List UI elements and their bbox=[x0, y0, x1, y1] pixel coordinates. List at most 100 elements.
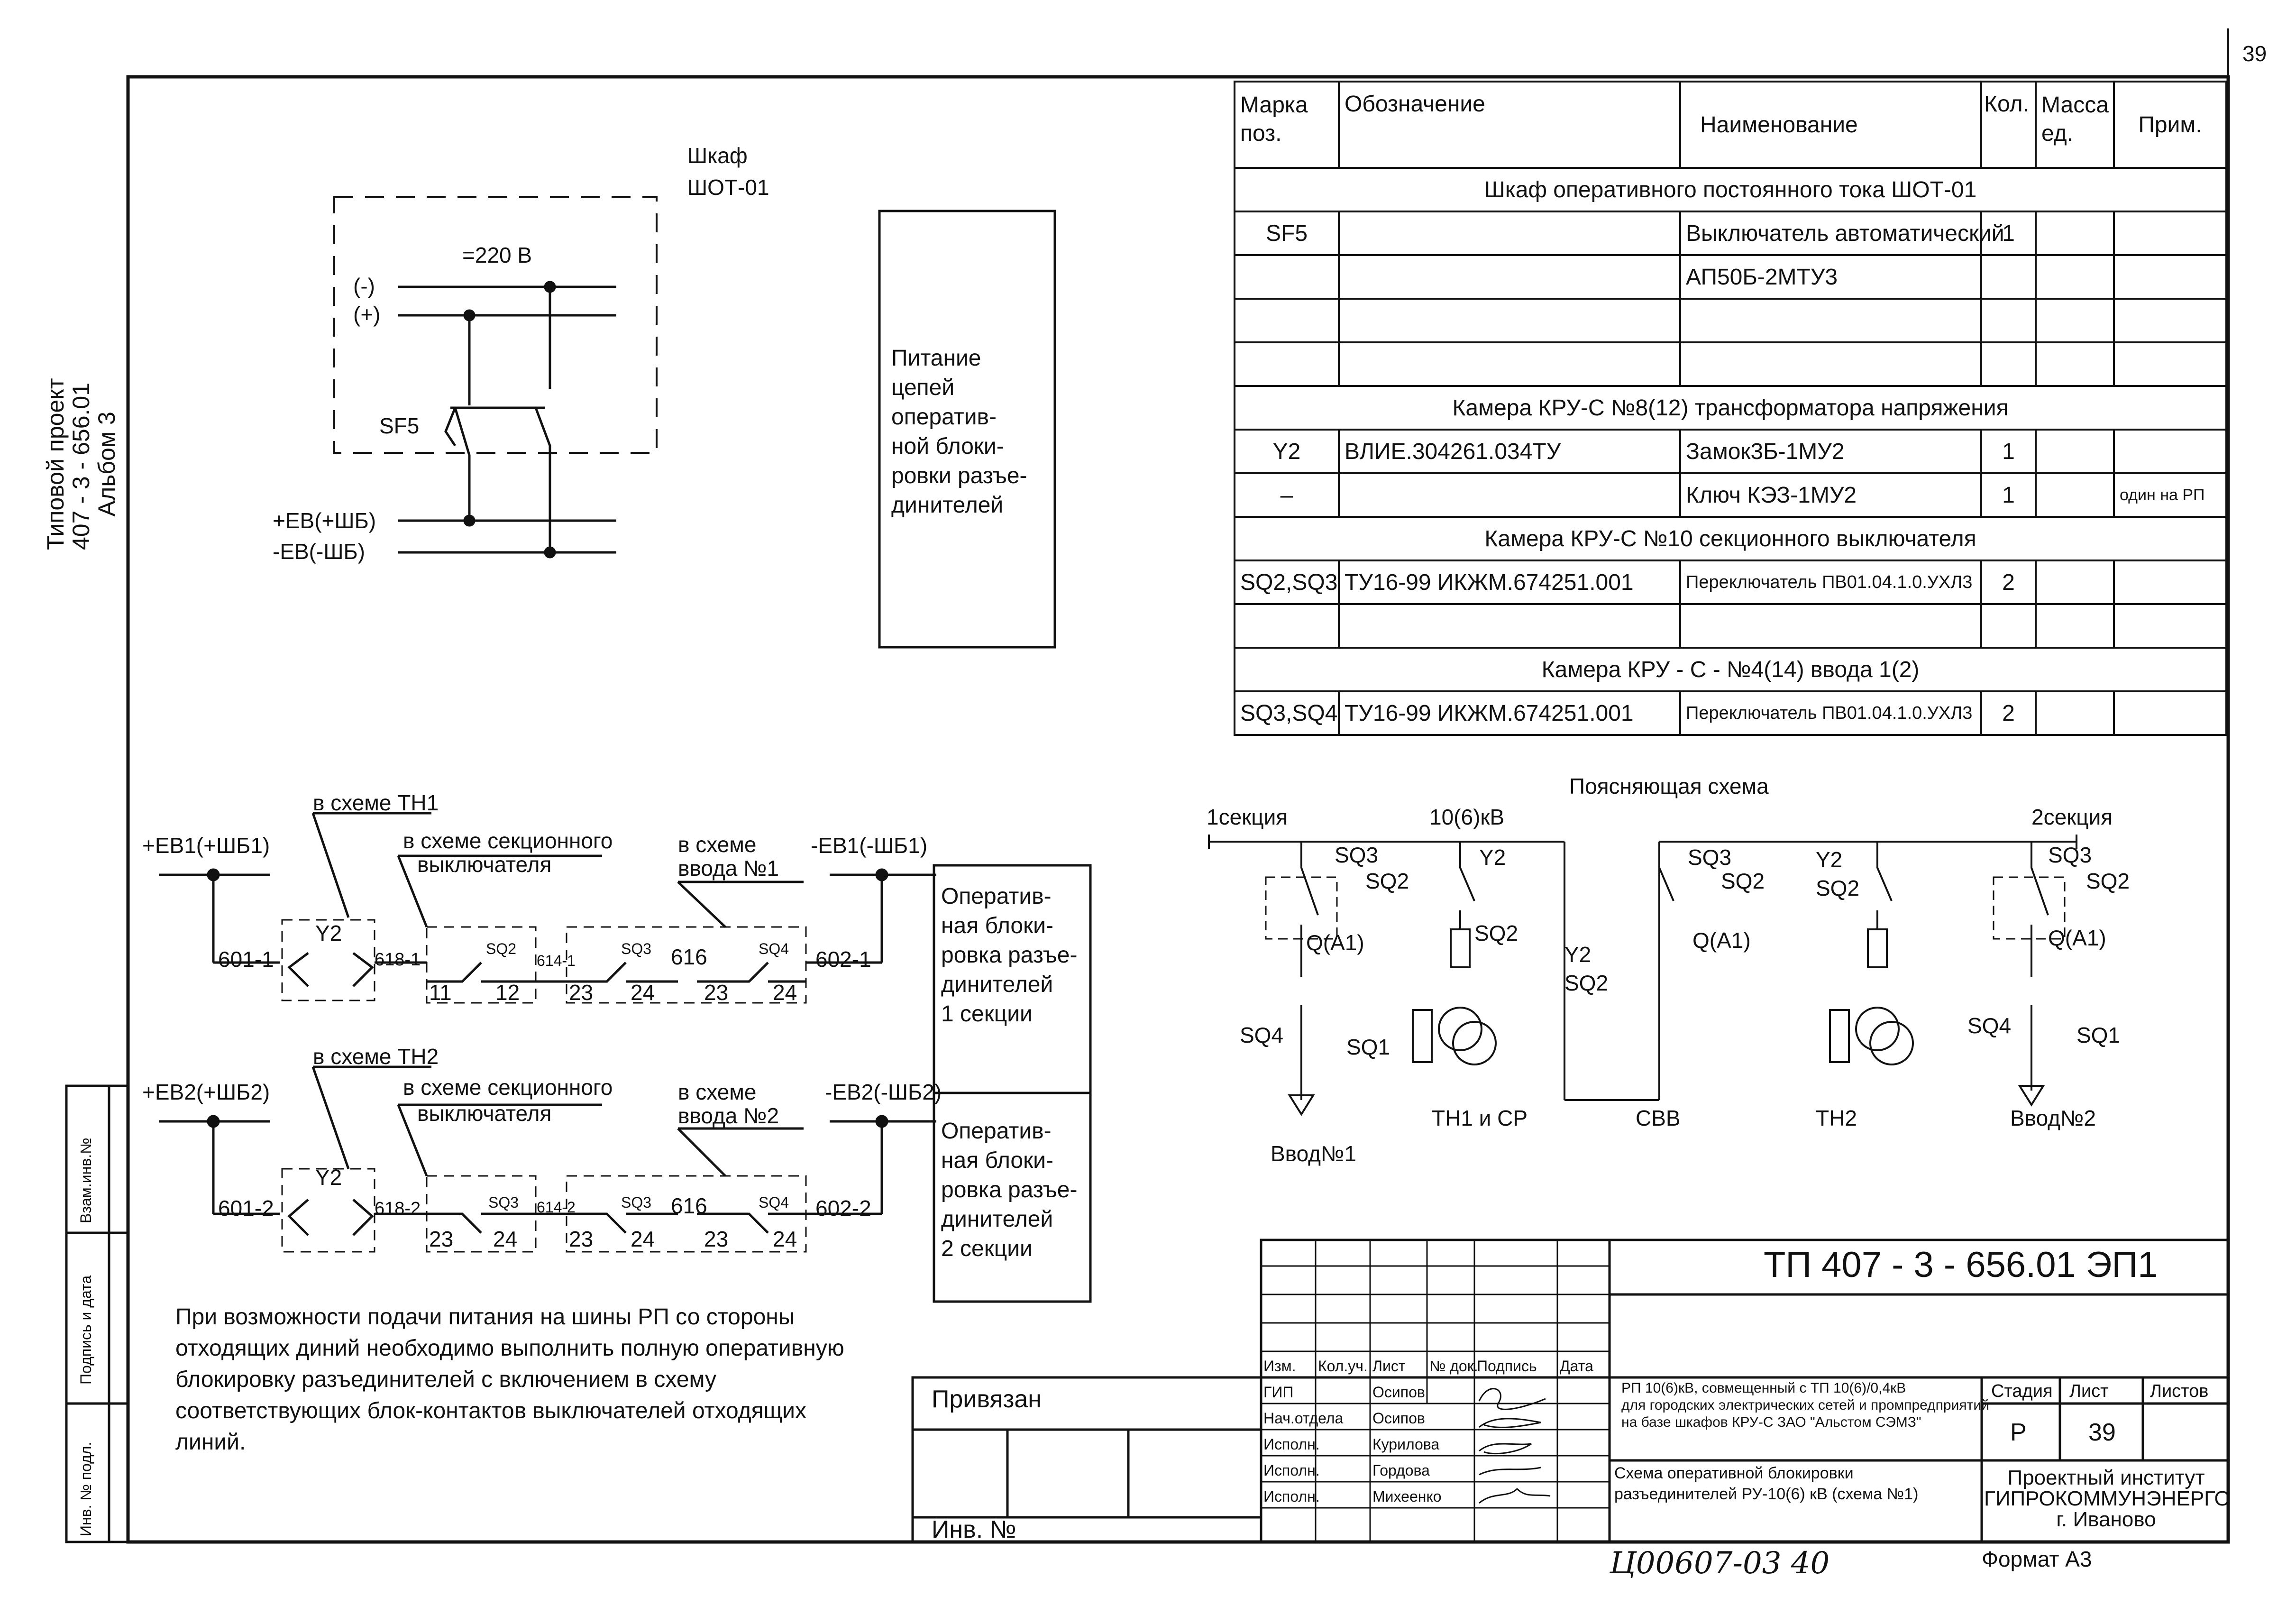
tb-desc1: РП 10(6)кВ, совмещенный с ТП 10(6)/0,4кВ… bbox=[1621, 1380, 1989, 1431]
tb-person: Гордова bbox=[1372, 1462, 1430, 1479]
power-line: динителей bbox=[891, 493, 1004, 518]
spec-cell bbox=[2113, 603, 2227, 649]
c1-sec: в схеме секционного bbox=[403, 828, 613, 853]
c2-sec: в схеме секционного bbox=[403, 1075, 613, 1100]
explain-label: SQ3 bbox=[2048, 843, 2092, 867]
explain-label: SQ2 bbox=[1816, 876, 1860, 900]
spec-cell bbox=[1338, 254, 1681, 300]
c2-n1: 23 bbox=[429, 1227, 454, 1251]
name-th2: ТН2 bbox=[1816, 1106, 1857, 1130]
hdr: Марка bbox=[1240, 92, 1308, 118]
c2-n4: 24 bbox=[631, 1227, 655, 1251]
explain-label: Q(A1) bbox=[1306, 930, 1364, 955]
cabinet-dashed bbox=[333, 196, 658, 454]
explain-kv: 10(6)кВ bbox=[1429, 805, 1505, 829]
spec-cell: Выключатель автоматический bbox=[1679, 211, 2004, 256]
c1-left: +ЕВ1(+ШБ1) bbox=[142, 833, 270, 858]
explain-sec2: 2секция bbox=[2031, 805, 2113, 829]
c1-w3: 614-1 bbox=[537, 952, 576, 969]
tb-col-header: Лист bbox=[1372, 1358, 1406, 1375]
tb-col-header: Кол.уч. bbox=[1318, 1358, 1368, 1375]
hdr-qty: Кол. bbox=[1980, 81, 2037, 169]
op-box-1-text: Оператив- ная блоки- ровка разъе- дините… bbox=[941, 882, 1077, 1029]
spec-cell: ТУ16-99 ИКЖМ.674251.001 bbox=[1338, 560, 1681, 605]
c2-n3: 23 bbox=[569, 1227, 594, 1251]
spec-cell: SQ2,SQ3 bbox=[1234, 560, 1340, 605]
spec-cell bbox=[2035, 429, 2115, 474]
power-line: оператив- bbox=[891, 404, 997, 430]
c2-w3: 614-2 bbox=[537, 1199, 576, 1216]
spec-cell: Переключатель ПВ01.04.1.0.УХЛ3 bbox=[1679, 560, 1982, 605]
explain-label: SQ2 bbox=[1721, 869, 1765, 893]
tb-col-header: Подпись bbox=[1477, 1358, 1537, 1375]
spec-section-row: Камера КРУ-С №10 секционного выключателя bbox=[1234, 516, 2227, 561]
tb-sheets-h: Листов bbox=[2150, 1381, 2209, 1401]
org-line: ГИПРОКОММУНЭНЕРГО bbox=[1984, 1487, 2231, 1510]
spec-cell bbox=[1338, 472, 1681, 518]
hdr-designation: Обозначение bbox=[1338, 81, 1681, 169]
power-line: цепей bbox=[891, 375, 955, 400]
spec-cell bbox=[2035, 560, 2115, 605]
explain-label: SQ2 bbox=[1365, 869, 1409, 893]
c1-n5: 23 bbox=[704, 980, 729, 1005]
box-line: ная блоки- bbox=[941, 913, 1053, 938]
c1-w4: 616 bbox=[671, 945, 707, 969]
box-line: ровка разъе- bbox=[941, 1177, 1078, 1202]
c2-w2: 618-2 bbox=[375, 1199, 421, 1219]
tb-handwritten: Ц00607-03 40 bbox=[1610, 1546, 1830, 1581]
spec-section-title: Камера КРУ-С №8(12) трансформатора напря… bbox=[1234, 385, 2227, 431]
tb-privyazan: Привязан bbox=[932, 1385, 1042, 1413]
spec-cell bbox=[2113, 298, 2227, 343]
voltage-label: =220 В bbox=[462, 243, 532, 267]
spec-cell bbox=[2113, 341, 2227, 387]
org-line: г. Иваново bbox=[2056, 1508, 2156, 1531]
c1-n4: 24 bbox=[631, 980, 655, 1005]
tb-person: Осипов bbox=[1372, 1384, 1425, 1401]
spec-cell: 2 bbox=[1980, 690, 2037, 736]
spec-cell: АП50Б-2МТУ3 bbox=[1679, 254, 1982, 300]
spec-cell: Замок3Б-1МУ2 bbox=[1679, 429, 1982, 474]
signature-1 bbox=[1478, 1388, 1546, 1410]
desc-line: на базе шкафов КРУ-С ЗАО "Альстом СЭМЗ" bbox=[1621, 1414, 1921, 1430]
c1-y2: Y2 bbox=[315, 921, 342, 945]
c2-w4: 616 bbox=[671, 1193, 707, 1218]
spec-cell bbox=[1980, 254, 2037, 300]
desc-line: РП 10(6)кВ, совмещенный с ТП 10(6)/0,4кВ bbox=[1621, 1380, 1906, 1396]
c2-sqc: SQ4 bbox=[759, 1194, 789, 1211]
explain-label: Q(A1) bbox=[1692, 928, 1751, 953]
tb-col-header: Изм. bbox=[1263, 1358, 1296, 1375]
power-box bbox=[878, 210, 1056, 649]
signature-5 bbox=[1479, 1487, 1551, 1504]
plus-label: (+) bbox=[353, 302, 381, 327]
spec-section-row: Камера КРУ-С №8(12) трансформатора напря… bbox=[1234, 385, 2227, 431]
spec-cell bbox=[1338, 603, 1681, 649]
name-vvod1: Ввод№1 bbox=[1271, 1141, 1356, 1166]
org-line: Проектный институт bbox=[2007, 1466, 2205, 1489]
explain-label: Y2 bbox=[1816, 847, 1843, 872]
c2-sec2: выключателя bbox=[417, 1101, 552, 1126]
explain-title: Поясняющая схема bbox=[1569, 774, 1769, 798]
tb-stage: Р bbox=[2010, 1419, 2027, 1446]
spec-cell bbox=[1234, 603, 1340, 649]
c1-w1: 601-1 bbox=[218, 947, 274, 972]
tb-role: ГИП bbox=[1263, 1384, 1294, 1401]
tb-format: Формат А3 bbox=[1982, 1547, 2092, 1571]
c2-n6: 24 bbox=[773, 1227, 797, 1251]
explain-label: SQ1 bbox=[1346, 1035, 1390, 1059]
spec-cell: Переключатель ПВ01.04.1.0.УХЛ3 bbox=[1679, 690, 1982, 736]
spec-cell: SF5 bbox=[1234, 211, 1340, 256]
box-line: 1 секции bbox=[941, 1001, 1033, 1027]
tb-col-header: Дата bbox=[1560, 1358, 1593, 1375]
explain-label: Y2 bbox=[1479, 845, 1506, 870]
box-line: Оператив- bbox=[941, 884, 1052, 909]
c1-n2: 12 bbox=[495, 980, 520, 1005]
spec-row bbox=[1234, 341, 2227, 387]
c2-n2: 24 bbox=[493, 1227, 518, 1251]
spec-cell: ВЛИЕ.304261.034ТУ bbox=[1338, 429, 1681, 474]
